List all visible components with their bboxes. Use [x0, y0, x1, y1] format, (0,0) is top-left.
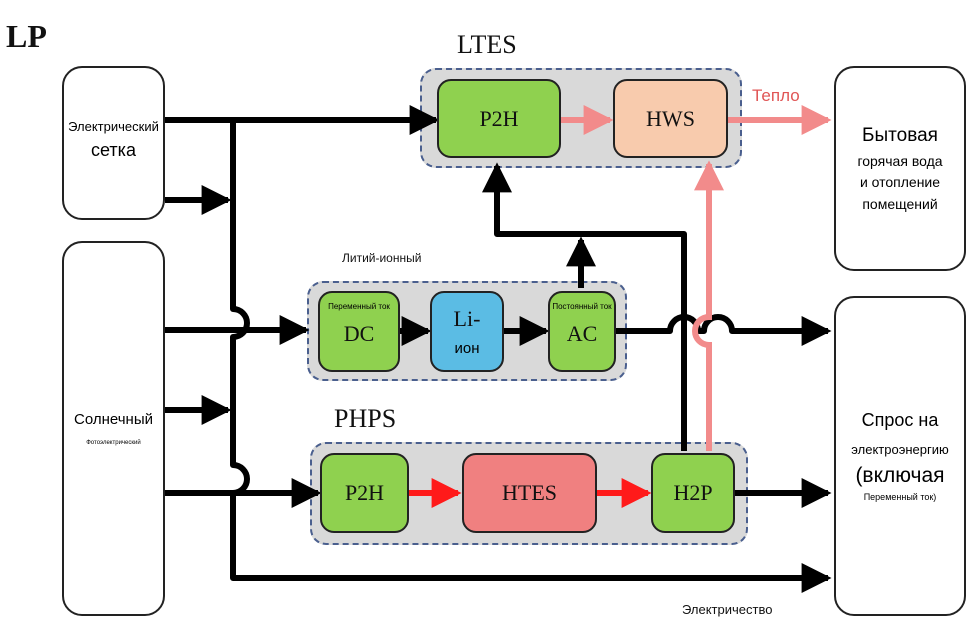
heat-demand-label-4: помещений [862, 196, 938, 213]
li-sub-label: ион [454, 340, 480, 357]
electricity-flow-label: Электричество [682, 602, 773, 617]
power-demand-label-2: электроэнергию [851, 442, 949, 458]
heat-flow-label: Тепло [752, 86, 800, 105]
heat-demand-label-3: и отопление [859, 174, 941, 191]
ac-block: Постоянный ток AC [548, 291, 616, 372]
h2p-block: H2P [651, 453, 735, 533]
h2p-label: H2P [673, 480, 713, 505]
power-demand-label-3: (включая [855, 463, 945, 487]
phps-p2h-block: P2H [320, 453, 409, 533]
solar-box: Солнечный Фотоэлектрический [62, 241, 165, 616]
dc-block: Переменный ток DC [318, 291, 400, 372]
htes-label: HTES [502, 480, 557, 505]
phps-title: PHPS [334, 404, 397, 433]
grid-label-2: сетка [91, 140, 136, 160]
solar-label-2: Фотоэлектрический [86, 440, 141, 446]
power-demand-label-4: Переменный ток) [863, 492, 937, 503]
hws-label: HWS [646, 105, 695, 131]
heat-demand-box: Бытовая горячая вода и отопление помещен… [834, 66, 966, 271]
heat-demand-label-2: горячая вода [857, 152, 943, 169]
heat-demand-label-1: Бытовая [862, 125, 938, 147]
solar-label-1: Солнечный [74, 411, 153, 428]
figure-label: LP [6, 18, 47, 54]
dc-small-label: Переменный ток [328, 302, 390, 311]
electric-bus-line [230, 120, 832, 593]
ltes-title: LTES [457, 30, 517, 59]
dc-label: DC [343, 321, 375, 346]
h2p-to-ltes-p2h-line [482, 162, 687, 451]
hws-block: HWS [613, 79, 728, 158]
h2p-to-hws-heat-line [692, 160, 724, 451]
grid-label-1: Электрический [68, 119, 159, 134]
ac-to-demand-line [616, 314, 832, 346]
ac-label: AC [566, 321, 598, 346]
grid-box: Электрический сетка [62, 66, 165, 220]
power-demand-box: Спрос на электроэнергию (включая Перемен… [834, 296, 966, 616]
li-label: Li- [453, 306, 481, 331]
phps-p2h-label: P2H [344, 480, 385, 505]
ltes-p2h-label: P2H [479, 105, 519, 131]
ac-small-label: Постоянный ток [552, 302, 612, 311]
li-ion-title: Литий-ионный [342, 251, 422, 265]
htes-block: HTES [462, 453, 597, 533]
li-ion-block: Li- ион [430, 291, 504, 372]
ltes-p2h-block: P2H [437, 79, 561, 158]
power-demand-label-1: Спрос на [861, 410, 939, 431]
